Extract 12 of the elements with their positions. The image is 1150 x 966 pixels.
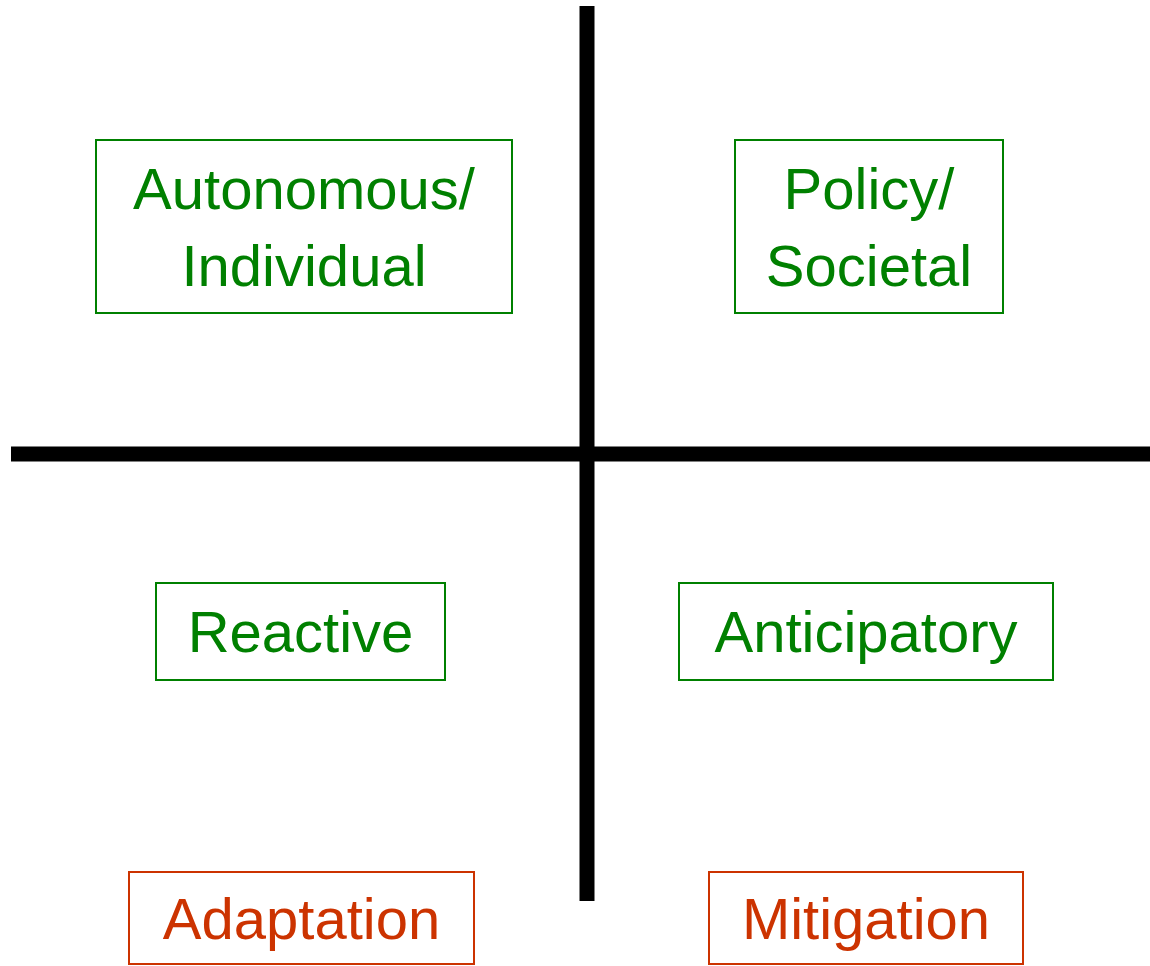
category-box: [95, 139, 513, 314]
category-label: Reactive: [187, 598, 414, 666]
category-label: Adaptation: [162, 884, 441, 953]
category-box: [734, 139, 1004, 314]
category-label: Policy/ Societal: [764, 154, 974, 300]
category-box: [708, 871, 1024, 965]
category-label: Anticipatory: [714, 598, 1018, 666]
category-box: [128, 871, 475, 965]
category-box: [678, 582, 1054, 681]
category-label: Mitigation: [741, 884, 991, 953]
category-box: [155, 582, 446, 681]
category-label: Autonomous/ Individual: [132, 154, 476, 300]
